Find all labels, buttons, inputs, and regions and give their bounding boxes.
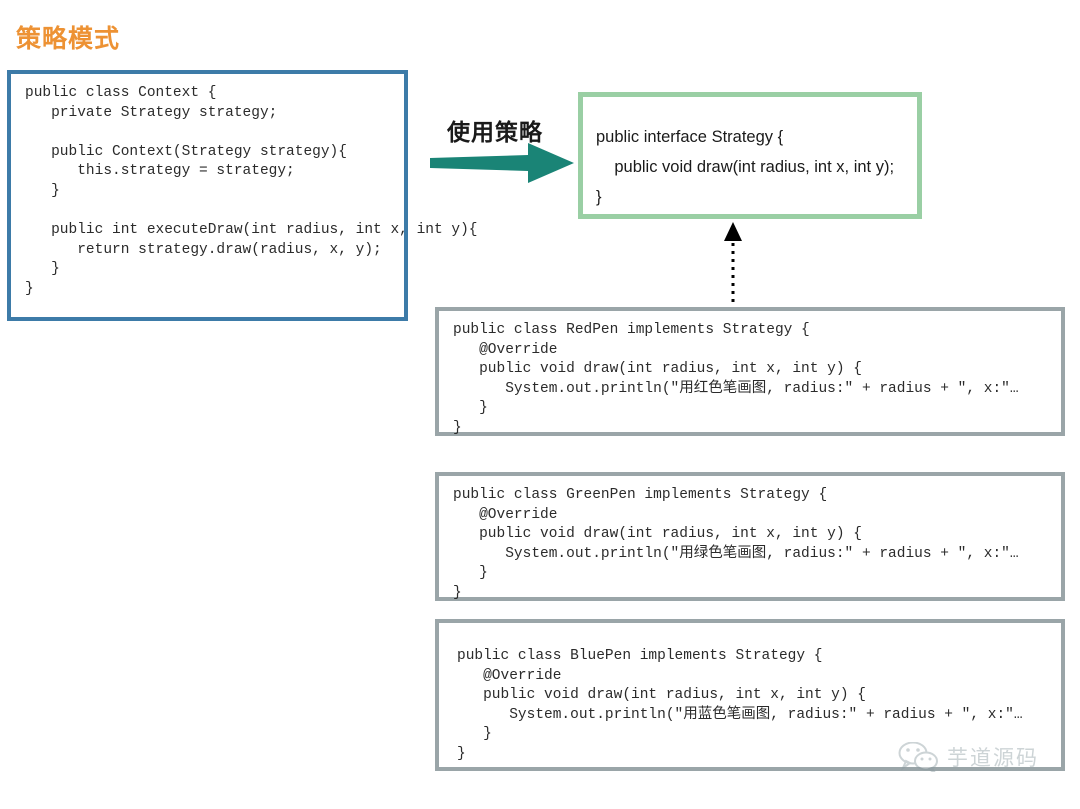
redpen-class-code: public class RedPen implements Strategy … (453, 322, 1019, 436)
dotted-up-arrow-icon (724, 222, 742, 310)
right-block-arrow-icon (430, 143, 574, 183)
use-strategy-label: 使用策略 (447, 119, 543, 145)
bluepen-class-box: public class BluePen implements Strategy… (435, 619, 1065, 771)
greenpen-class-box: public class GreenPen implements Strateg… (435, 472, 1065, 601)
page-title: 策略模式 (16, 25, 121, 53)
redpen-class-box: public class RedPen implements Strategy … (435, 307, 1065, 436)
greenpen-class-code: public class GreenPen implements Strateg… (453, 487, 1019, 601)
strategy-interface-code: public interface Strategy { public void … (596, 128, 895, 206)
context-class-code: public class Context { private Strategy … (25, 85, 478, 297)
bluepen-class-code: public class BluePen implements Strategy… (457, 648, 1023, 762)
strategy-interface-box: public interface Strategy { public void … (578, 92, 922, 219)
context-class-box: public class Context { private Strategy … (7, 70, 477, 321)
